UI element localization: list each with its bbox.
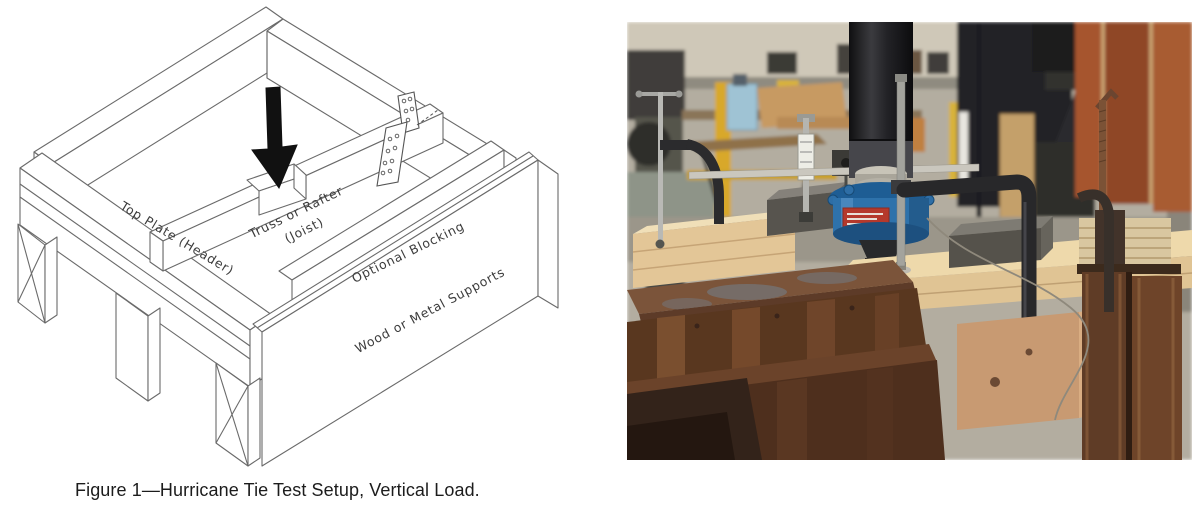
photo-svg: [627, 22, 1193, 460]
x-braced-leg-left: [17, 223, 58, 324]
figure-caption: Figure 1—Hurricane Tie Test Setup, Verti…: [75, 480, 480, 500]
right-columns: [1077, 218, 1182, 460]
hurricane-tie-diagram: Top Plate (Header) Truss or Rafter (Jois…: [0, 0, 605, 475]
diagram-svg: Top Plate (Header) Truss or Rafter (Jois…: [17, 6, 559, 467]
right-steel-block: [949, 216, 1053, 268]
instrument-wire: [926, 217, 1090, 421]
foreground-steel: [627, 378, 762, 460]
leg-middle: [115, 292, 161, 402]
support-wall: [252, 151, 559, 467]
vertical-load-arrow: [251, 86, 298, 190]
x-braced-leg-front: [215, 362, 261, 467]
hurricane-tie: [376, 91, 439, 187]
rusty-screw-clamp: [1076, 88, 1125, 312]
test-setup-photo: [627, 22, 1193, 460]
left-c-clamp: [635, 90, 724, 249]
